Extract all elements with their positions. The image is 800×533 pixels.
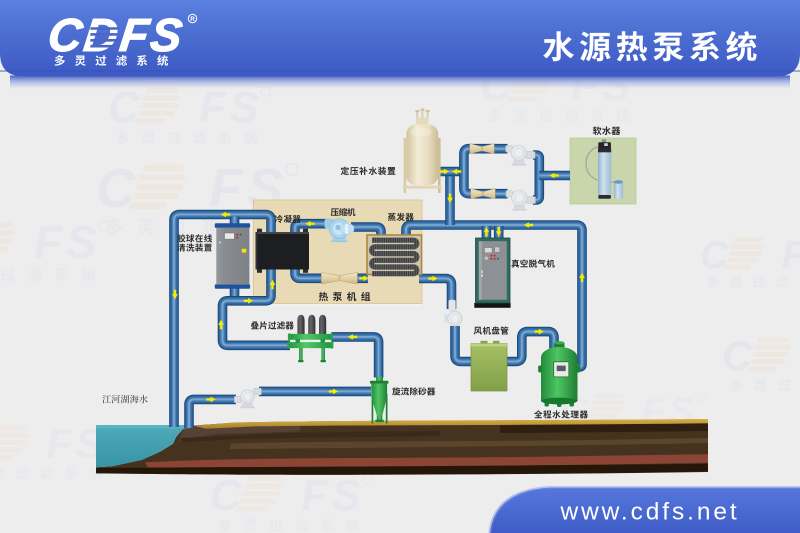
svg-text:www.cdfs.net: www.cdfs.net	[560, 499, 740, 526]
svg-text:R: R	[190, 16, 195, 23]
